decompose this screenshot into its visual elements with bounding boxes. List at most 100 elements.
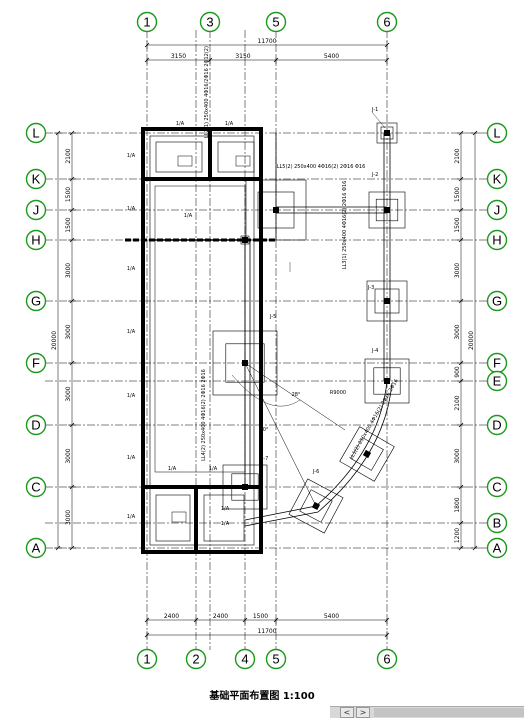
radius-label: R9000	[330, 390, 346, 396]
axis-bubble-top-5: 5	[272, 15, 279, 30]
dim-left-slash-0	[69, 130, 75, 136]
axis-bubble-left-A: A	[32, 541, 41, 556]
dim-left-total-slash-0	[55, 130, 61, 136]
foundation-structure-layer	[125, 122, 410, 554]
axis-bubble-left-K: K	[32, 172, 41, 187]
dim-right-slash-8	[458, 484, 464, 490]
dim-bottom-total-slash-1	[384, 632, 390, 638]
dim-right-label-7: 3000	[454, 448, 461, 463]
dim-top-slash-1	[207, 57, 213, 63]
wall-tag-3: 1/A	[127, 153, 136, 159]
axis-bubble-right-H-circle	[486, 229, 508, 251]
axis-bubble-right-C-circle	[486, 476, 508, 498]
radius-line-2	[244, 362, 317, 507]
axis-bubble-bottom-1: 1	[143, 652, 150, 667]
dim-right-label-4: 3000	[454, 324, 461, 339]
axis-bubble-right-K: K	[493, 172, 502, 187]
footing-l6-inner	[380, 126, 394, 140]
footing-g6-inner	[374, 288, 400, 314]
axis-bubble-right-G-circle	[486, 290, 508, 312]
scroll-right-button[interactable]: >	[356, 707, 370, 718]
dim-right-label-9: 1200	[454, 528, 461, 543]
drawing-title: 基础平面布置图 1:100	[208, 689, 314, 702]
beam-note-4: LL1(2) 250x400 4Φ16(2) 2Φ16 2Φ16	[349, 378, 400, 460]
axis-bubble-bottom-4-circle	[234, 648, 256, 670]
wall-tag-9: 1/A	[127, 514, 136, 520]
dim-right-slash-2	[458, 207, 464, 213]
dim-right-label-0: 2100	[454, 148, 461, 163]
dim-right-total-label-0: 20000	[468, 331, 475, 350]
dim-bottom-label-3: 5400	[324, 613, 339, 620]
axis-bubble-right-E-circle	[486, 370, 508, 392]
foundation-tag-j-5: J-5	[269, 314, 276, 320]
dim-left-label-7: 3000	[65, 510, 72, 525]
inner-hall	[154, 185, 246, 473]
dim-bottom-label-0: 2400	[164, 613, 179, 620]
dim-right-label-5: 900	[454, 366, 461, 378]
axis-bubble-bottom-5: 5	[272, 652, 279, 667]
dim-left-label-0: 2100	[65, 148, 72, 163]
footing-j6	[368, 191, 406, 229]
dim-right-slash-0	[458, 130, 464, 136]
dim-bottom-total-label-0: 11700	[257, 628, 276, 635]
dim-bottom-slash-3	[273, 617, 279, 623]
scroll-left-button[interactable]: <	[340, 707, 354, 718]
footing-l6-column	[384, 130, 390, 136]
dim-right-label-8: 1800	[454, 497, 461, 512]
scroll-thumb[interactable]	[374, 708, 524, 717]
beam-note-2: LL4(2) 250x400 4Φ16(2) 2Φ16 2Φ16	[201, 369, 207, 461]
foundation-tag-j-1: J-1	[371, 107, 378, 113]
axis-bubble-right-A: A	[493, 541, 502, 556]
dim-top-label-2: 5400	[324, 53, 339, 60]
horizontal-scrollbar[interactable]: < >	[330, 706, 524, 718]
dim-right-slash-3	[458, 237, 464, 243]
axis-bubble-top-5-circle	[265, 11, 287, 33]
footing-j6-inner	[375, 198, 399, 222]
axis-bubble-right-A-circle	[486, 537, 508, 559]
dim-right-total-slash-0	[472, 130, 478, 136]
dim-top-slash-0	[144, 57, 150, 63]
outer-wall-inner	[149, 135, 255, 546]
axis-bubble-top-3: 3	[206, 15, 213, 30]
axis-bubble-right-D-circle	[486, 414, 508, 436]
dim-right-label-6: 2100	[454, 395, 461, 410]
pit-top-left-hole	[177, 155, 193, 167]
axis-bubble-left-L: L	[32, 126, 39, 141]
axis-bubble-top-6-circle	[376, 11, 398, 33]
dim-top-label-0: 3150	[171, 53, 186, 60]
beam-note-1: LL3(1) 250x400 4Φ16(2) 2Φ16 Φ16	[342, 181, 348, 270]
axis-bubble-bottom-1-circle	[136, 648, 158, 670]
wall-tag-4: 1/A	[127, 206, 136, 212]
wall-tag-11: 1/A	[209, 466, 218, 472]
axis-bubble-left-L-circle	[25, 122, 47, 144]
wall-tag-6: 1/A	[127, 329, 136, 335]
axis-bubble-right-L: L	[493, 126, 500, 141]
axis-bubble-left-C-circle	[25, 476, 47, 498]
axis-bubble-left-H: H	[31, 233, 40, 248]
dim-right-slash-1	[458, 176, 464, 182]
dim-right-slash-4	[458, 298, 464, 304]
dim-right-slash-7	[458, 422, 464, 428]
wall-tag-12: 1/A	[221, 506, 230, 512]
dim-right-total-slash-1	[472, 545, 478, 551]
axis-bubble-bottom-5-circle	[265, 648, 287, 670]
axis-bubble-left-J-circle	[25, 199, 47, 221]
footing-d-arc-column	[362, 449, 372, 459]
dim-bottom-label-1: 2400	[213, 613, 228, 620]
axis-bubble-left-D: D	[31, 418, 40, 433]
dim-top-total-label-0: 11700	[257, 38, 276, 45]
dim-left-total-label-0: 20000	[51, 331, 58, 350]
dim-top-slash-2	[273, 57, 279, 63]
axis-bubble-right-J-circle	[486, 199, 508, 221]
axis-bubble-right-E: E	[493, 374, 502, 389]
wall-tag-2: 1/A	[184, 213, 193, 219]
axis-bubble-bottom-6-circle	[376, 648, 398, 670]
axis-bubble-left-K-circle	[25, 168, 47, 190]
axis-bubble-right-D: D	[492, 418, 501, 433]
dim-right-label-3: 3000	[454, 263, 461, 278]
dim-bottom-total-slash-0	[144, 632, 150, 638]
